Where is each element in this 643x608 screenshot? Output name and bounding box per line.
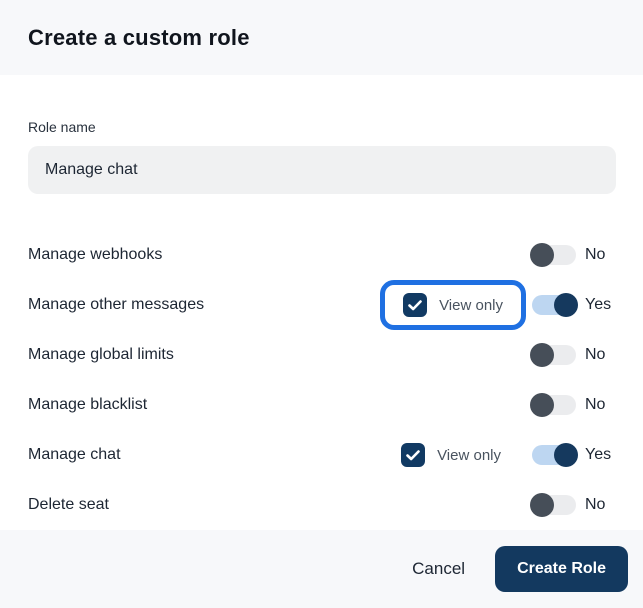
- role-name-input[interactable]: [28, 146, 616, 194]
- toggle-manage-blacklist[interactable]: [530, 393, 576, 417]
- permission-label: Manage webhooks: [28, 246, 163, 263]
- permission-controls: View only Yes: [401, 443, 615, 467]
- permission-row-manage-blacklist: Manage blacklist No: [0, 380, 643, 430]
- modal-footer: Cancel Create Role: [0, 530, 643, 608]
- toggle-knob: [530, 493, 554, 517]
- permission-controls: No: [530, 493, 615, 517]
- toggle-manage-chat[interactable]: [532, 443, 578, 467]
- view-only-checkbox[interactable]: [403, 293, 428, 317]
- view-only-label: View only: [437, 446, 501, 464]
- modal-title: Create a custom role: [28, 24, 250, 50]
- view-only-highlight-ring: View only: [380, 280, 526, 330]
- toggle-state-label: Yes: [585, 446, 612, 463]
- toggle-knob: [530, 243, 554, 267]
- toggle-state-label: No: [585, 346, 606, 363]
- view-only-label: View only: [439, 296, 503, 314]
- permission-row-manage-global-limits: Manage global limits No: [0, 330, 643, 380]
- toggle-state-label: No: [585, 246, 606, 263]
- view-only-group: View only: [401, 443, 501, 467]
- permission-row-manage-chat: Manage chat View only Yes: [0, 430, 643, 480]
- toggle-delete-seat[interactable]: [530, 493, 576, 517]
- cancel-button[interactable]: Cancel: [412, 559, 466, 578]
- permission-label: Manage other messages: [28, 296, 205, 313]
- checkmark-icon: [406, 449, 420, 460]
- toggle-knob: [554, 443, 578, 467]
- modal-body: Role name Manage webhooks No Manage othe…: [0, 75, 643, 530]
- create-role-button[interactable]: Create Role: [495, 546, 628, 592]
- permission-row-delete-seat: Delete seat No: [0, 480, 643, 530]
- view-only-checkbox[interactable]: [401, 443, 426, 467]
- permission-controls: No: [530, 393, 615, 417]
- toggle-manage-webhooks[interactable]: [530, 243, 576, 267]
- permission-row-manage-webhooks: Manage webhooks No: [0, 230, 643, 280]
- permission-controls: No: [530, 243, 615, 267]
- toggle-state-label: No: [585, 496, 606, 513]
- modal-header: Create a custom role: [0, 0, 643, 75]
- permission-row-manage-other-messages: Manage other messages View only Yes: [0, 280, 643, 330]
- toggle-state-label: No: [585, 396, 606, 413]
- checkmark-icon: [408, 299, 422, 310]
- toggle-knob: [554, 293, 578, 317]
- permission-label: Delete seat: [28, 496, 109, 513]
- permission-controls: View only Yes: [380, 280, 615, 330]
- permission-label: Manage global limits: [28, 346, 174, 363]
- role-name-field: Role name: [0, 75, 643, 194]
- permission-label: Manage chat: [28, 446, 121, 463]
- toggle-knob: [530, 393, 554, 417]
- toggle-manage-other-messages[interactable]: [532, 293, 578, 317]
- permission-label: Manage blacklist: [28, 396, 148, 413]
- permission-list: Manage webhooks No Manage other messages: [0, 230, 643, 530]
- toggle-state-label: Yes: [585, 296, 612, 313]
- toggle-manage-global-limits[interactable]: [530, 343, 576, 367]
- role-name-label: Role name: [28, 119, 96, 135]
- permission-controls: No: [530, 343, 615, 367]
- toggle-knob: [530, 343, 554, 367]
